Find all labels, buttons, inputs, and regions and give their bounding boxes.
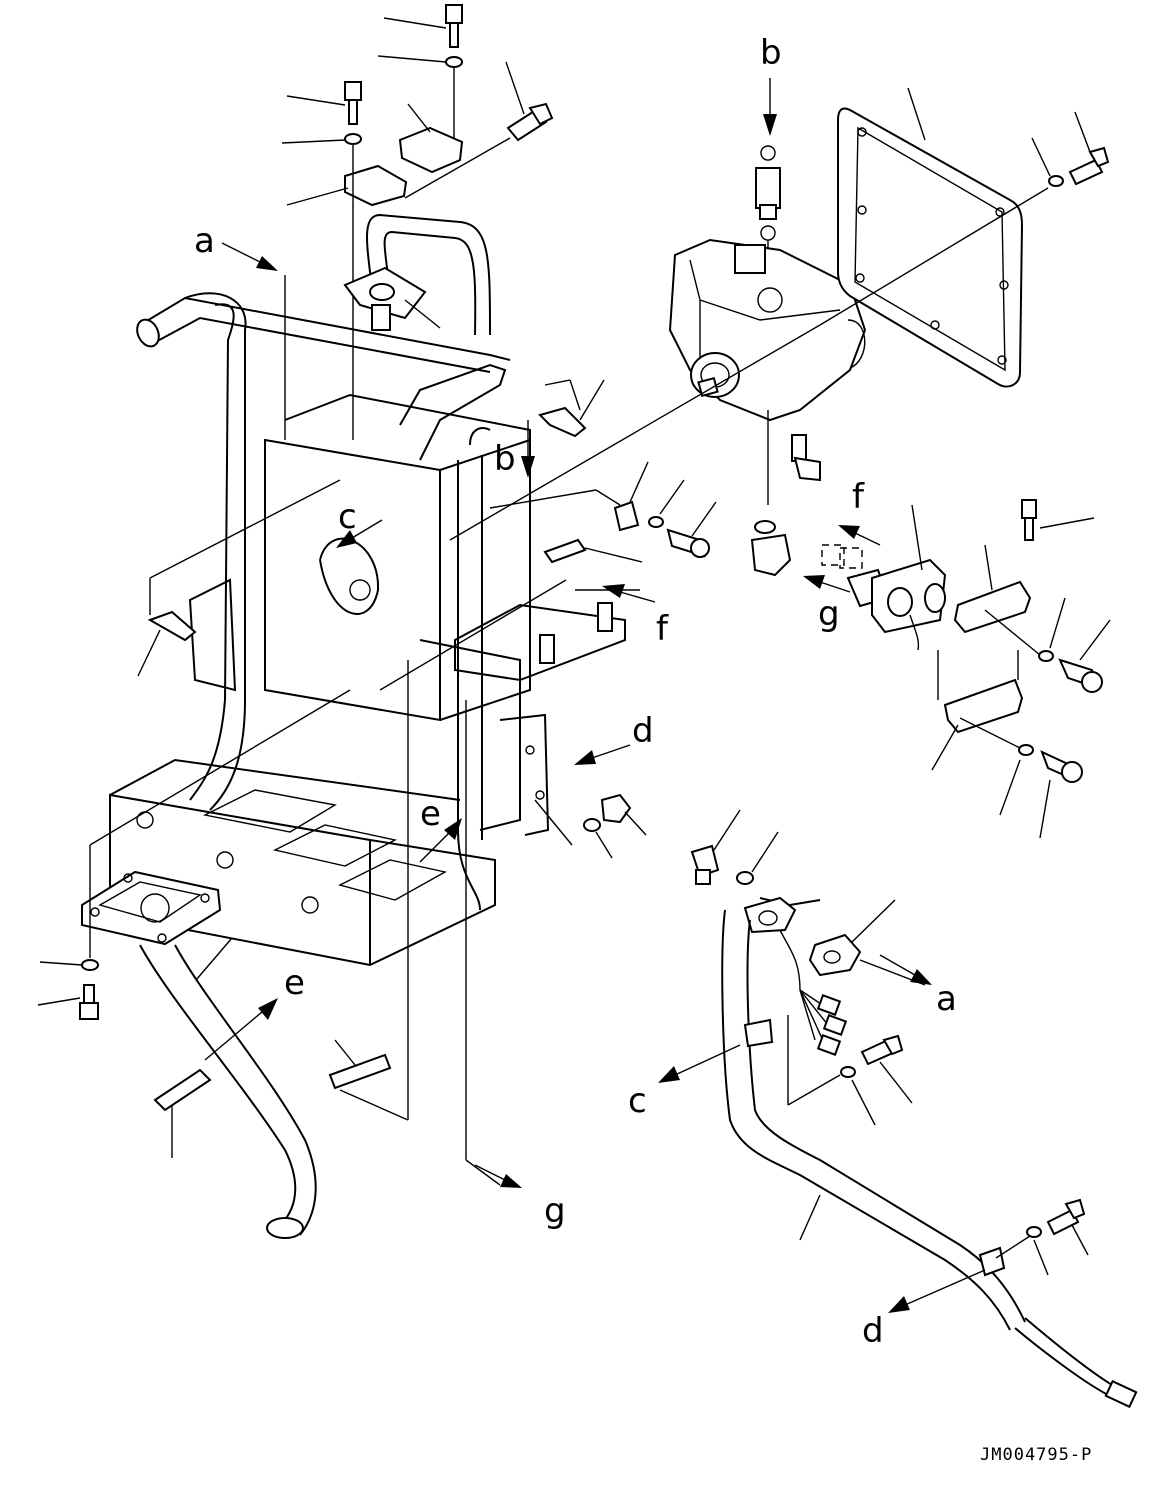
callout-labels: a a b b c c d d e e f f g g	[194, 33, 957, 1351]
callout-c-mid: c	[338, 497, 357, 537]
callout-d-mid: d	[632, 711, 654, 751]
top-bolt-stack	[281, 4, 554, 440]
callout-b-mid: b	[494, 439, 516, 479]
callout-b-top: b	[760, 33, 782, 73]
clips-and-clamps	[137, 379, 717, 1158]
leader-lines	[149, 275, 640, 1186]
main-frame	[109, 292, 626, 967]
callout-g-right: g	[818, 594, 840, 634]
left-flange-hose	[37, 689, 351, 1239]
drawing-code: JM004795-P	[980, 1445, 1092, 1465]
valve-assembly	[668, 145, 867, 505]
callout-a-bottom: a	[936, 979, 957, 1019]
callout-f-right: f	[852, 477, 865, 517]
callout-a-top: a	[194, 221, 215, 261]
callout-f-mid: f	[656, 609, 669, 649]
reference-arrows	[204, 78, 986, 1313]
callout-c-bottom: c	[628, 1081, 647, 1121]
connector-group	[750, 499, 1111, 839]
bottom-pipe-assembly	[690, 809, 1138, 1409]
callout-g-bottom: g	[544, 1191, 566, 1231]
callout-e-mid: e	[420, 794, 441, 834]
callout-d-bottom: d	[862, 1311, 884, 1351]
callout-e-left: e	[284, 963, 305, 1003]
cover-plate	[449, 87, 1110, 541]
